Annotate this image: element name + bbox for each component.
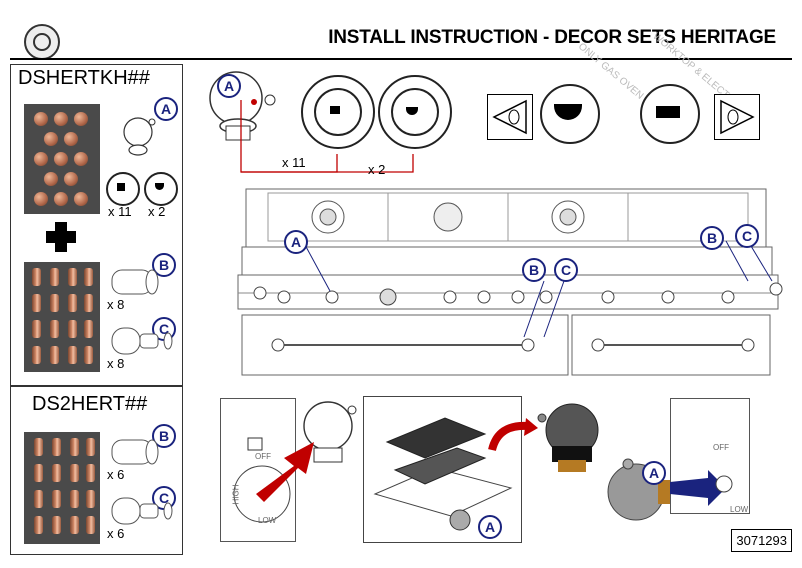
curved-arrow-icon	[488, 418, 538, 452]
trim-c-icon	[111, 497, 173, 525]
badge-c-range-2: C	[735, 224, 759, 248]
trim-b-icon	[111, 439, 159, 465]
burner-symbol-icon	[117, 183, 125, 191]
trim-c-icon	[111, 327, 173, 355]
plus-icon	[46, 231, 76, 243]
eye-right-icon	[720, 99, 755, 135]
trim-b-icon	[111, 269, 159, 295]
kit-code-2: DS2HERT##	[32, 393, 148, 415]
badge-a-step3: A	[642, 461, 666, 485]
step3-drawing	[607, 458, 733, 521]
kit-panel	[10, 64, 183, 555]
qty-c-kit2: x 6	[107, 526, 125, 541]
qty-a-2: x 2	[148, 204, 166, 219]
document-number: 3071293	[731, 529, 792, 552]
trim-tray	[24, 262, 100, 372]
badge-b-range-1: B	[522, 258, 546, 282]
badge-a-kit1: A	[154, 97, 178, 121]
off-label-step3: OFF	[713, 443, 729, 452]
header-divider	[10, 58, 792, 60]
knob-black-icon	[537, 403, 599, 472]
eye-left-icon	[492, 99, 527, 135]
trim-tray-2	[24, 432, 100, 544]
dial-oven-icon	[378, 75, 452, 149]
burner-symbol-icon	[656, 106, 680, 118]
off-label: OFF	[255, 452, 271, 461]
badge-c-range-1: C	[554, 258, 578, 282]
oven-symbol-icon	[155, 183, 164, 190]
badge-a-step2: A	[478, 515, 502, 539]
range-cooker-drawing	[237, 188, 783, 376]
high-label: HIGH	[231, 484, 241, 505]
step2-drawing	[373, 417, 513, 531]
qty-a-11: x 11	[108, 204, 132, 219]
qty-detail-1: x 11	[282, 155, 306, 170]
kit-code-1: DSHERTKH##	[18, 67, 150, 89]
brand-logo	[24, 24, 60, 60]
knob-sketch-icon	[123, 117, 156, 156]
qty-b-kit2: x 6	[107, 467, 125, 482]
badge-b-range-2: B	[700, 226, 724, 250]
qty-detail-2: x 2	[368, 162, 386, 177]
badge-a-range: A	[284, 230, 308, 254]
page-title: INSTALL INSTRUCTION - DECOR SETS HERITAG…	[328, 27, 776, 48]
kit-divider	[10, 385, 182, 387]
qty-b-kit1: x 8	[107, 297, 125, 312]
low-label: LOW	[258, 516, 277, 525]
badge-a-detail: A	[217, 74, 241, 98]
leader-lines	[240, 100, 414, 173]
low-label-step3: LOW	[730, 505, 749, 514]
electric-dial-icon	[640, 84, 700, 144]
badge-c-kit1: C	[152, 317, 176, 341]
oven-symbol-icon	[406, 107, 418, 115]
oven-symbol-icon	[554, 104, 582, 120]
step1-drawing	[233, 401, 357, 523]
qty-c-kit1: x 8	[107, 356, 125, 371]
burner-symbol-icon	[330, 106, 340, 114]
knob-tray	[24, 104, 100, 214]
